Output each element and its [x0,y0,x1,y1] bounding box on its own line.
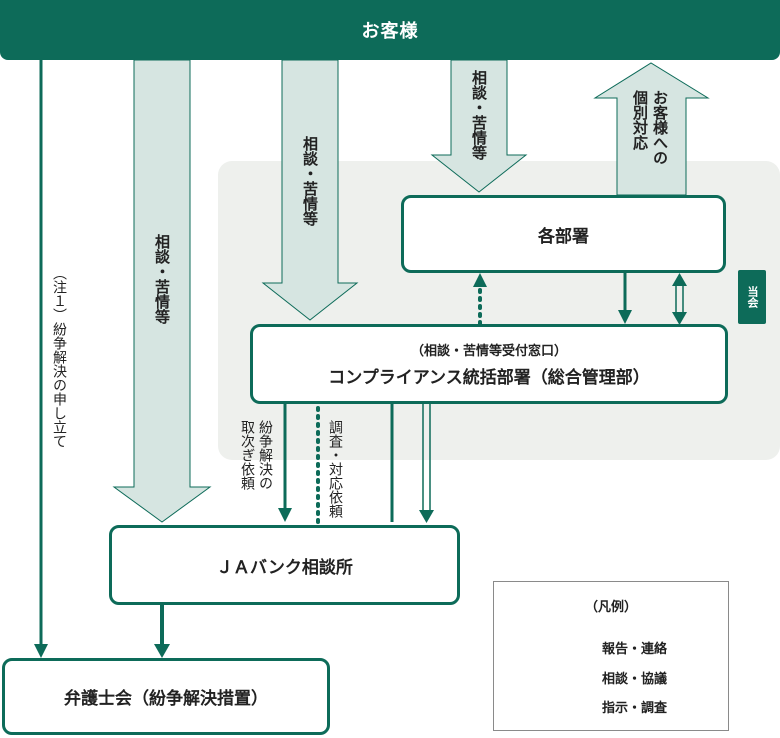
bar-association-label: 弁護士会（紛争解決措置） [64,689,268,709]
arrow-dept-report-head [618,310,632,324]
arrow-dispute-application-head [34,644,48,658]
legend: （凡例） 報告・連絡 相談・協議 指示・調査 [493,581,729,731]
customer-banner: お客様 [0,0,780,60]
big-arrow-consult-left [112,59,212,523]
label-investigate-request: 調査・対応依頼 [327,420,343,518]
label-consult-left: 相談・苦情等 [153,234,171,324]
compliance-box: （相談・苦情等受付窓口） コンプライアンス統括部署（総合管理部） [250,324,728,404]
big-arrow-consult-right [430,59,528,193]
legend-label-report: 報告・連絡 [602,642,668,657]
big-arrow-consult-middle [261,59,359,321]
label-individual-response: お客様への 個別対応 [631,90,669,165]
association-tag: 当会 [738,270,766,324]
arrow-dept-consult [672,273,687,325]
big-arrow-individual-response [593,62,710,196]
ja-bank-label: ＪＡバンク相談所 [216,557,353,578]
label-consult-middle: 相談・苦情等 [301,136,319,226]
legend-title: （凡例） [584,600,637,615]
departments-label: 各部署 [538,226,589,247]
label-dispute-request: 紛争解決の 取次ぎ依頼 [239,420,273,490]
legend-label-instruct: 指示・調査 [602,701,668,716]
customer-label: お客様 [361,21,419,42]
arrow-dispute-request-head [278,508,292,522]
label-consult-right: 相談・苦情等 [470,70,488,160]
bar-association-box: 弁護士会（紛争解決措置） [2,658,330,735]
legend-label-consult: 相談・協議 [602,672,668,687]
arrow-instruct-dept [473,273,487,326]
ja-bank-box: ＪＡバンク相談所 [109,525,460,605]
compliance-main-label: コンプライアンス統括部署（総合管理部） [328,368,650,388]
departments-box: 各部署 [401,195,726,273]
label-dispute-application: （注１）紛争解決の申し立て [51,266,67,448]
arrow-ja-to-bar-head [154,644,170,658]
compliance-sub-label: （相談・苦情等受付窓口） [410,344,567,359]
association-tag-label: 当会 [746,286,759,308]
